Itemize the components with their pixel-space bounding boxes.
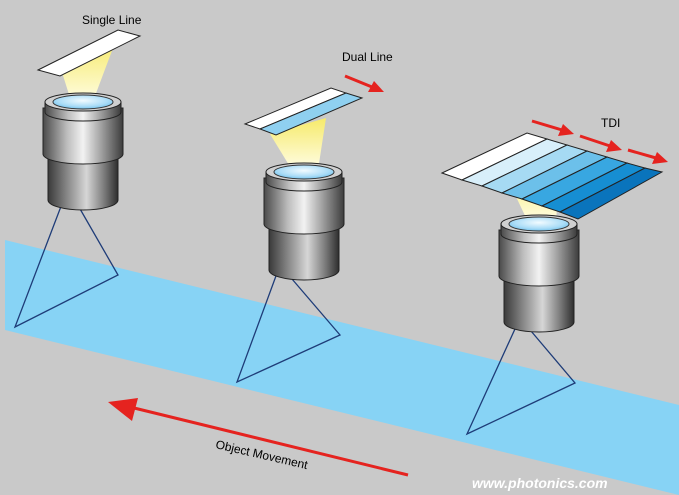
motion-arrows (108, 74, 668, 477)
dual-line-label: Dual Line (342, 50, 393, 64)
object-movement-label: Object Movement (214, 437, 309, 472)
single-line-camera (13, 29, 142, 329)
object-conveyor (5, 240, 679, 495)
field-of-view-1 (13, 186, 119, 329)
motion-arrow-icon (579, 134, 622, 152)
tdi-label: TDI (601, 116, 620, 130)
motion-arrow-icon (531, 119, 574, 136)
light-beam-1 (60, 40, 116, 104)
line-scan-camera-icon (263, 162, 345, 281)
photonics-credit: www.photonics.com (472, 475, 608, 491)
single-line-sensor (36, 29, 142, 77)
motion-arrow-icon (344, 74, 384, 92)
dual-line-sensor-row-2 (258, 92, 364, 136)
field-of-view-2 (235, 263, 342, 384)
single-line-label: Single Line (82, 13, 142, 27)
object-movement-arrow (108, 398, 409, 477)
line-scan-camera-icon (42, 92, 124, 211)
tdi-sensor-row-7 (558, 167, 664, 220)
motion-arrow-icon (627, 148, 668, 164)
tdi-camera (440, 132, 664, 436)
dual-line-camera (235, 87, 364, 384)
line-scan-camera-icon (498, 214, 580, 333)
field-of-view-3 (465, 316, 577, 436)
